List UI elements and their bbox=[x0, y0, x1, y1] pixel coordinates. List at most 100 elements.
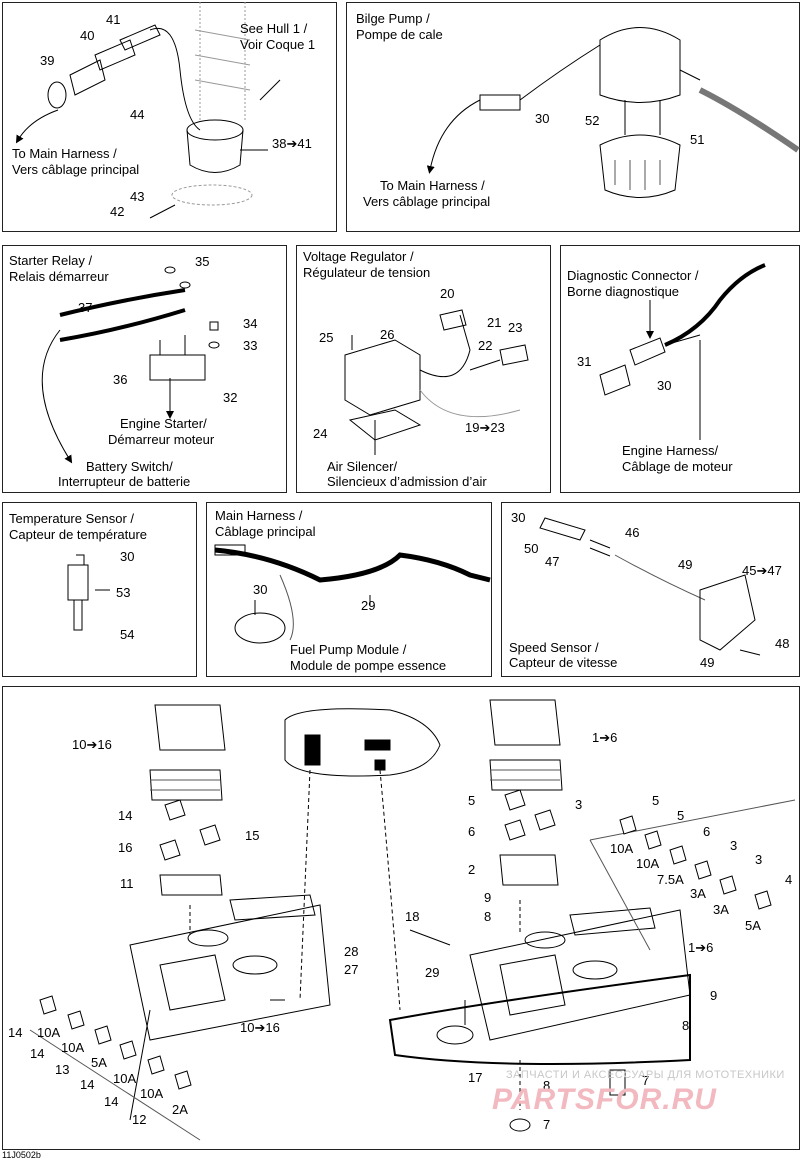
fusebox-right-3: 3 bbox=[575, 797, 583, 812]
hull-to-main-en: To Main Harness / bbox=[12, 146, 117, 161]
panel-hull bbox=[2, 2, 337, 232]
panel-main-harness bbox=[206, 502, 492, 677]
regulator-part-24: 24 bbox=[313, 426, 328, 441]
hull-part-44: 44 bbox=[130, 107, 145, 122]
starter-engine-fr: Démarreur moteur bbox=[108, 432, 215, 447]
fusebox-left-10-16-top: 10➔16 bbox=[72, 737, 112, 752]
fuse-right-6-num: 4 bbox=[785, 872, 793, 887]
main-harness-art bbox=[214, 544, 491, 644]
fuse-left-6-amp: 2A bbox=[172, 1102, 188, 1117]
regulator-part-25: 25 bbox=[319, 330, 334, 345]
speed-part-47: 47 bbox=[545, 554, 560, 569]
speed-part-30: 30 bbox=[511, 510, 526, 525]
speed-part-49-bottom: 49 bbox=[700, 655, 715, 670]
fuse-right-2-amp: 10A bbox=[636, 856, 660, 871]
starter-relay-art bbox=[41, 266, 220, 464]
temp-part-53: 53 bbox=[116, 585, 131, 600]
bilge-part-52: 52 bbox=[585, 113, 600, 128]
voltage-regulator-art bbox=[344, 309, 529, 455]
starter-battery-fr: Interrupteur de batterie bbox=[58, 474, 191, 489]
fusebox-right-7-upper: 7 bbox=[642, 1073, 650, 1088]
bilge-pump-art bbox=[426, 27, 800, 198]
fusebox-right-8-bottom: 8 bbox=[543, 1078, 551, 1093]
fusebox-right-5: 5 bbox=[468, 793, 476, 808]
speed-title-fr: Capteur de vitesse bbox=[509, 655, 618, 670]
fusebox-left-15: 15 bbox=[245, 828, 260, 843]
figure-id: 11J0502b bbox=[2, 1150, 41, 1160]
speed-part-50: 50 bbox=[524, 541, 539, 556]
fusebox-right-7-lower: 7 bbox=[543, 1117, 551, 1132]
temp-part-30: 30 bbox=[120, 549, 135, 564]
fuse-icons bbox=[39, 789, 772, 1090]
fuse-left-4-num: 14 bbox=[80, 1077, 95, 1092]
fusebox-left-27: 27 bbox=[344, 962, 359, 977]
hull-to-main-fr: Vers câblage principal bbox=[12, 162, 140, 177]
fusebox-right-9-top: 9 bbox=[484, 890, 492, 905]
speed-part-48: 48 bbox=[775, 636, 790, 651]
fusebox-left-14: 14 bbox=[118, 808, 133, 823]
fuse-left-3-num: 13 bbox=[55, 1062, 70, 1077]
fusebox-right-2: 2 bbox=[468, 862, 476, 877]
speed-part-46: 46 bbox=[625, 525, 640, 540]
fuse-right-1-num: 5 bbox=[652, 793, 660, 808]
starter-part-34: 34 bbox=[243, 316, 258, 331]
fuse-right-3-num: 6 bbox=[703, 824, 711, 839]
starter-part-36: 36 bbox=[113, 372, 128, 387]
regulator-part-19-23: 19➔23 bbox=[465, 420, 505, 435]
fusebox-left-16: 16 bbox=[118, 840, 133, 855]
diag-engine-en: Engine Harness/ bbox=[622, 443, 719, 458]
speed-sensor-art bbox=[539, 517, 761, 656]
fusebox-left-10-16-bottom: 10➔16 bbox=[240, 1020, 280, 1035]
hull-part-39: 39 bbox=[40, 53, 55, 68]
starter-battery-en: Battery Switch/ bbox=[86, 459, 173, 474]
temperature-sensor-art bbox=[67, 554, 110, 631]
hull-part-42: 42 bbox=[110, 204, 125, 219]
diagnostic-connector-art bbox=[599, 263, 766, 440]
speed-part-49-top: 49 bbox=[678, 557, 693, 572]
diag-title-en: Diagnostic Connector / bbox=[567, 268, 699, 283]
mainharness-title-en: Main Harness / bbox=[215, 508, 303, 523]
fusebox-right-8-mid: 8 bbox=[682, 1018, 690, 1033]
regulator-title-fr: Régulateur de tension bbox=[303, 265, 431, 280]
regulator-title-en: Voltage Regulator / bbox=[303, 249, 414, 264]
fuse-right-4-num: 3 bbox=[730, 838, 738, 853]
temp-title-fr: Capteur de température bbox=[9, 527, 148, 542]
fuse-left-2-amp: 10A bbox=[61, 1040, 85, 1055]
bilge-title-en: Bilge Pump / bbox=[356, 11, 430, 26]
panel-voltage-regulator bbox=[296, 245, 551, 493]
starter-title-en: Starter Relay / bbox=[9, 253, 93, 268]
diag-title-fr: Borne diagnostique bbox=[567, 284, 680, 299]
starter-title-fr: Relais démarreur bbox=[9, 269, 109, 284]
fusebox-right-18: 18 bbox=[405, 909, 420, 924]
diag-engine-fr: Câblage de moteur bbox=[622, 459, 733, 474]
fuse-box-right-art bbox=[388, 699, 796, 1132]
fusebox-right-9-bottom: 9 bbox=[710, 988, 718, 1003]
fusebox-left-11: 11 bbox=[120, 876, 134, 891]
mainharness-title-fr: Câblage principal bbox=[215, 524, 316, 539]
mainharness-fuel-fr: Module de pompe essence bbox=[290, 658, 447, 673]
panel-fuse-box bbox=[2, 686, 800, 1150]
hull-part-43: 43 bbox=[130, 189, 145, 204]
fuse-left-5-amp: 10A bbox=[140, 1086, 164, 1101]
panel-diagnostic-connector bbox=[560, 245, 800, 493]
mainharness-fuel-en: Fuel Pump Module / bbox=[290, 642, 407, 657]
fuse-left-2-num: 14 bbox=[30, 1046, 45, 1061]
speed-title-en: Speed Sensor / bbox=[509, 640, 599, 655]
fuse-right-3-amp: 7.5A bbox=[657, 872, 684, 887]
watermark-line1: ЗАПЧАСТИ И АКСЕССУАРЫ ДЛЯ МОТОТЕХНИКИ bbox=[506, 1069, 785, 1081]
fusebox-right-8-top: 8 bbox=[484, 909, 492, 924]
starter-part-37: 37 bbox=[78, 300, 93, 315]
bilge-title-fr: Pompe de cale bbox=[356, 27, 443, 42]
fuse-left-5-num: 14 bbox=[104, 1094, 119, 1109]
starter-part-32: 32 bbox=[223, 390, 238, 405]
starter-part-35: 35 bbox=[195, 254, 210, 269]
fuse-right-6-amp: 5A bbox=[745, 918, 761, 933]
regulator-part-26: 26 bbox=[380, 327, 395, 342]
regulator-part-20: 20 bbox=[440, 286, 455, 301]
starter-engine-en: Engine Starter/ bbox=[120, 416, 207, 431]
fuse-left-4-amp: 10A bbox=[113, 1071, 137, 1086]
regulator-air-fr: Silencieux d’admission d’air bbox=[327, 474, 487, 489]
fuse-right-5-amp: 3A bbox=[713, 902, 729, 917]
mainharness-part-29: 29 bbox=[361, 598, 376, 613]
